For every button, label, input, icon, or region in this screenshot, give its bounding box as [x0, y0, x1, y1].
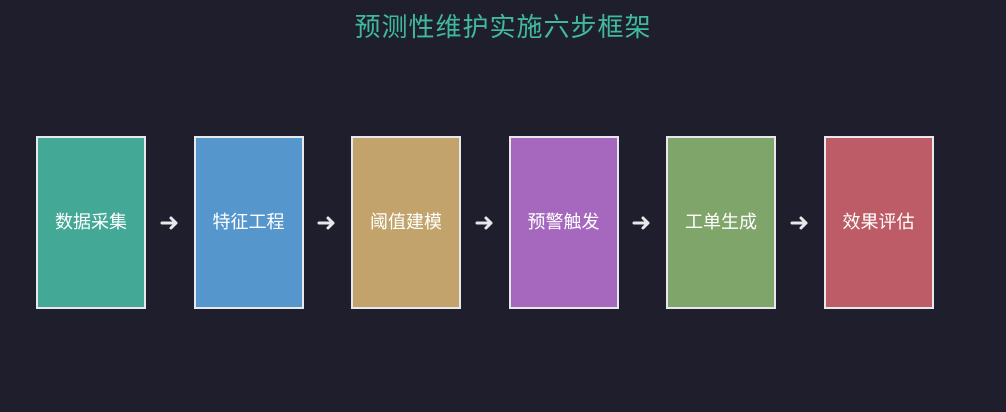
arrow-right-icon: [475, 215, 495, 231]
arrow-right-icon: [160, 215, 180, 231]
step-work-order-generation: 工单生成: [666, 136, 776, 309]
step-feature-engineering: 特征工程: [193, 136, 304, 309]
arrow-right-icon: [317, 215, 337, 231]
step-label: 特征工程: [212, 211, 285, 233]
arrow-right-icon: [790, 215, 810, 231]
diagram-title: 预测性维护实施六步框架: [354, 13, 652, 43]
arrow-right-icon: [632, 215, 652, 231]
step-label: 工单生成: [685, 211, 757, 233]
step-label: 数据采集: [55, 211, 127, 233]
step-label: 效果评估: [842, 211, 915, 233]
step-alert-trigger: 预警触发: [508, 136, 619, 309]
step-label: 阈值建模: [370, 211, 442, 233]
step-effect-evaluation: 效果评估: [823, 136, 934, 309]
step-threshold-modeling: 阈值建模: [351, 136, 461, 309]
step-data-collection: 数据采集: [36, 136, 146, 309]
step-label: 预警触发: [527, 211, 600, 233]
